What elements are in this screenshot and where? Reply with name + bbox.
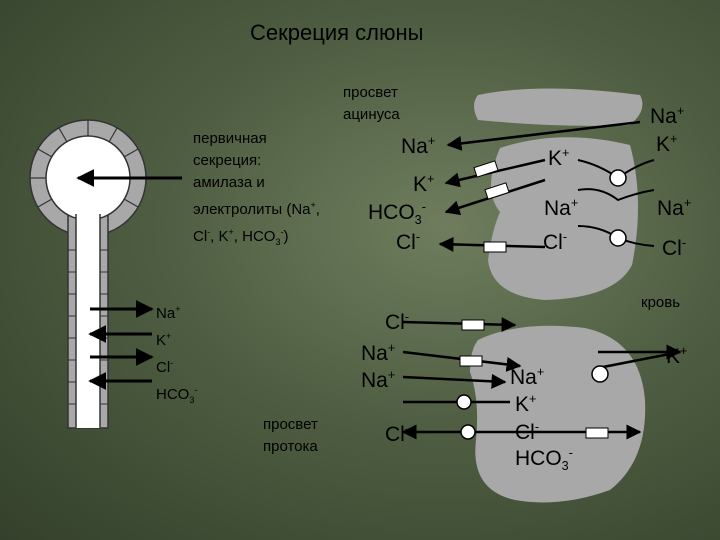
- na-lumen-arrow: [446, 120, 641, 151]
- duct-lumen: [76, 200, 100, 428]
- na-k-pump-duct: [591, 365, 609, 383]
- na-k-pump: [609, 169, 627, 187]
- acinar-cell: [488, 137, 639, 300]
- na-channel: [459, 355, 483, 367]
- duct-na-lumen-2: Na+: [361, 368, 396, 392]
- acinar-cl-lumen: Cl-: [396, 230, 421, 254]
- upper-neighbor-cell: [474, 88, 643, 126]
- cl-channel-bottom: [585, 427, 609, 439]
- acinar-k-inside: K+: [548, 146, 570, 170]
- duct-lumen-label: просвет протока: [263, 416, 318, 455]
- primary-secretion-label: первичная секреция: амилаза и электролит…: [193, 130, 320, 247]
- k-transporter-duct: [456, 394, 472, 410]
- hco3-channel: [484, 182, 510, 200]
- acinus-lumen-label: просвет ацинуса: [343, 84, 400, 123]
- acinar-na-inside: Na+: [544, 196, 579, 220]
- cl-channel-top: [461, 319, 485, 331]
- duct-na-lumen-1: Na+: [361, 341, 396, 365]
- duct-cl-lumen-top: Cl-: [385, 310, 410, 334]
- cotransporter: [609, 229, 627, 247]
- acinar-cell-diagram: [438, 88, 655, 300]
- na-in-arrow-2: [402, 373, 507, 389]
- k-out-arrow: [597, 350, 681, 370]
- na-cl-path: [577, 188, 655, 202]
- cl-channel: [483, 241, 507, 253]
- duct-cl-inside: Cl-: [515, 420, 540, 444]
- k-channel: [473, 160, 499, 178]
- acinar-cl-blood: Cl-: [662, 236, 687, 260]
- acinar-na-lumen: Na+: [401, 134, 436, 158]
- duct-k-inside: K+: [515, 392, 537, 416]
- hco3-cl-exchanger: [460, 424, 476, 440]
- cl-in-arrow: [402, 317, 517, 333]
- acinar-k-lumen: K+: [413, 172, 435, 196]
- duct-hco3-inside: HCO3-: [515, 446, 573, 474]
- acinar-na-blood-2: Na+: [657, 196, 692, 220]
- acinar-cl-inside: Cl-: [543, 230, 568, 254]
- acinar-k-blood: K+: [656, 132, 678, 156]
- duct-k-blood: K+: [666, 344, 688, 368]
- duct-cl-lumen-bottom: Cl-: [385, 422, 410, 446]
- duct-cell-diagram: [401, 317, 682, 503]
- page-title: Секреция слюны: [250, 20, 424, 45]
- duct-ions-label: Na+ K+ Cl- HCO3-: [156, 304, 198, 405]
- acinar-na-blood: Na+: [650, 104, 685, 128]
- acinus-duct-structure: [29, 119, 182, 429]
- blood-label: кровь: [641, 294, 681, 311]
- acinar-hco3-lumen: HCO3-: [368, 200, 426, 228]
- duct-na-inside: Na+: [510, 365, 545, 389]
